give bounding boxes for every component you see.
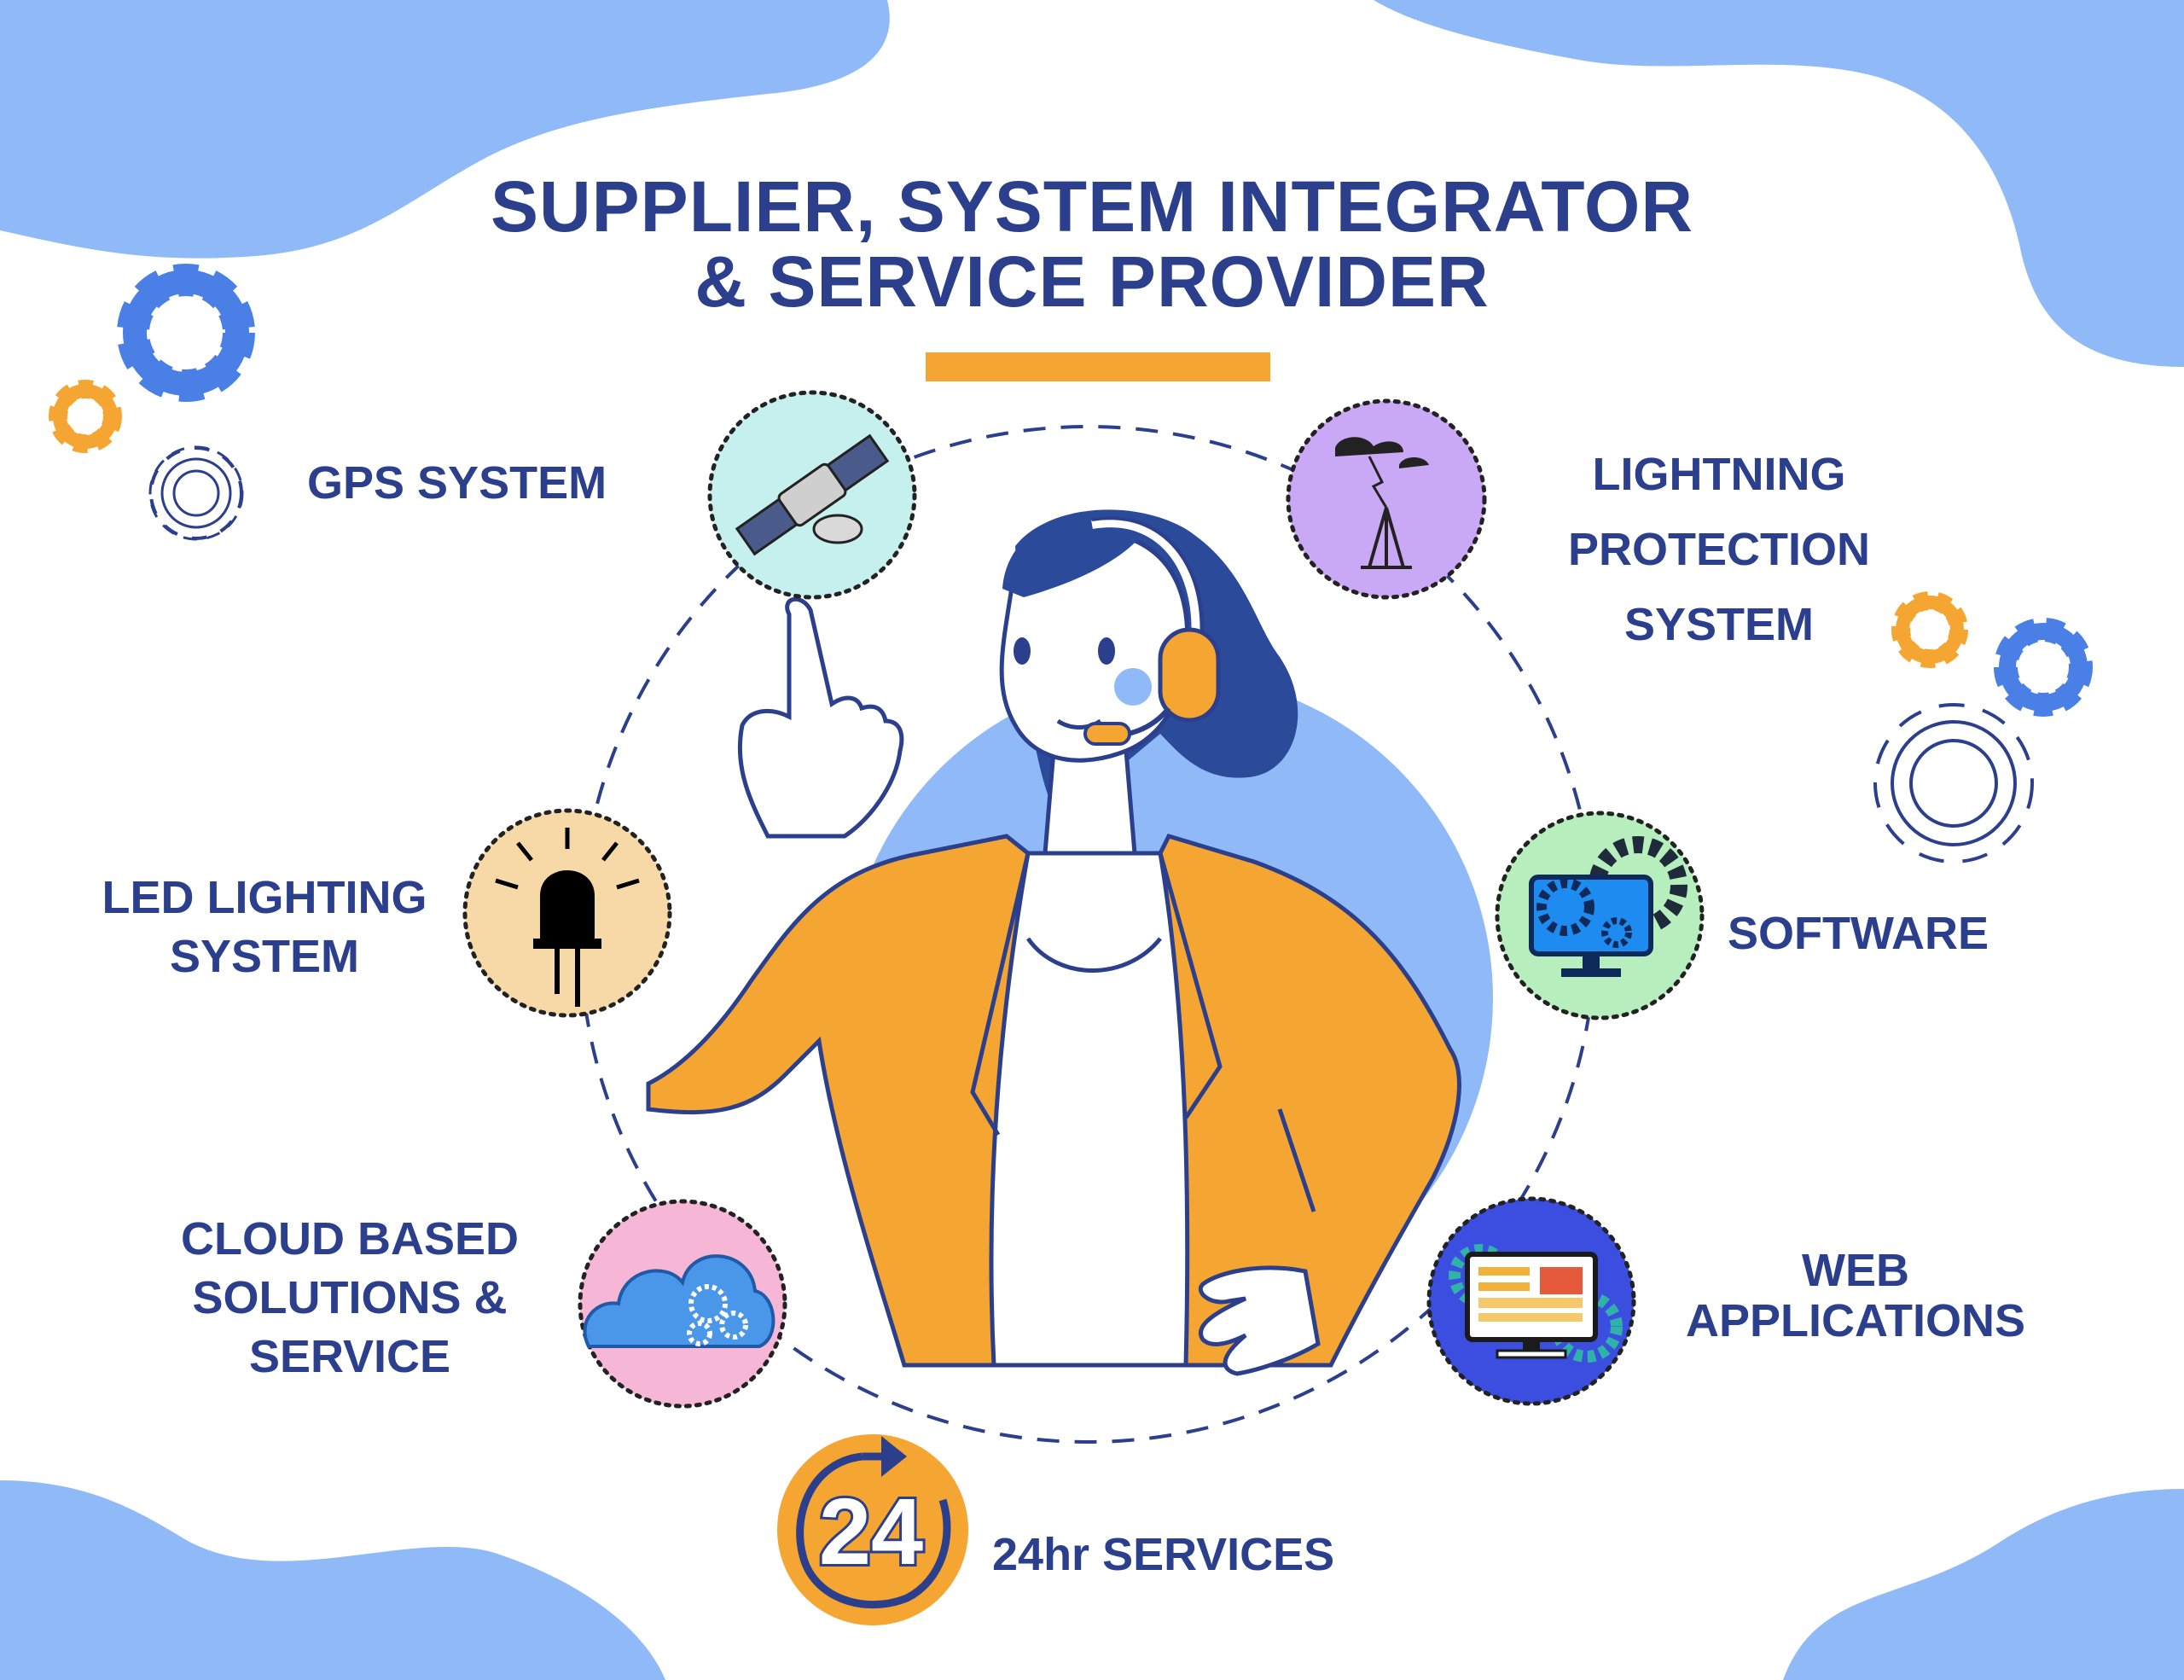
- blob-bottom-left: [0, 1480, 665, 1680]
- support-agent-illustration: [646, 509, 1461, 1376]
- led-icon: [462, 808, 672, 1018]
- blob-top-right: [1374, 0, 2184, 367]
- title-underline: [926, 352, 1270, 381]
- label-line: LED LIGHTING: [102, 872, 427, 923]
- label-line: SYSTEM: [1623, 599, 1815, 650]
- blob-bottom-right: [1783, 1489, 2184, 1680]
- label-line: WEB: [1802, 1245, 1909, 1296]
- label-led-lighting-system: LED LIGHTING SYSTEM: [68, 869, 461, 986]
- 24-badge-text: 24: [819, 1479, 923, 1584]
- label-software: SOFTWARE: [1728, 904, 1989, 963]
- label-line: CLOUD BASED: [180, 1213, 519, 1264]
- gear-icon: [1891, 591, 1968, 668]
- label-line: 24hr SERVICES: [992, 1529, 1335, 1580]
- web-monitor-icon: [1426, 1196, 1636, 1406]
- gear-icon: [49, 380, 122, 453]
- gear-cluster-left: [49, 264, 255, 541]
- label-line: SOLUTIONS &: [192, 1272, 508, 1324]
- satellite-icon: [707, 390, 917, 600]
- label-line: LIGHTNING: [1592, 449, 1846, 500]
- gear-icon: [148, 445, 244, 541]
- page-title-line-1: SUPPLIER, SYSTEM INTEGRATOR: [490, 166, 1694, 247]
- label-cloud-based-solutions: CLOUD BASED SOLUTIONS & SERVICE: [128, 1210, 572, 1386]
- lightning-rod-icon: [1286, 398, 1487, 600]
- label-24hr-services: 24hr SERVICES: [992, 1526, 1334, 1584]
- blob-top-left: [0, 0, 890, 259]
- label-line: SERVICE: [248, 1331, 451, 1383]
- label-gps-system: GPS SYSTEM: [307, 454, 607, 513]
- label-line: PROTECTION: [1567, 524, 1870, 575]
- label-line: GPS SYSTEM: [307, 457, 607, 509]
- gear-icon: [117, 264, 255, 402]
- page-title-line-2: & SERVICE PROVIDER: [694, 241, 1490, 322]
- label-line: SYSTEM: [169, 931, 360, 983]
- label-web-applications: WEB APPLICATIONS: [1647, 1245, 2065, 1347]
- 24-hours-icon: 24: [777, 1434, 968, 1625]
- label-line: APPLICATIONS: [1685, 1295, 2025, 1347]
- label-line: SOFTWARE: [1728, 908, 1989, 959]
- gear-icon: [1873, 703, 2034, 863]
- monitor-gears-icon: [1495, 811, 1705, 1020]
- label-lightning-protection-system: LIGHTNING PROTECTION SYSTEM: [1548, 437, 1890, 662]
- cloud-gears-icon: [578, 1199, 787, 1409]
- gear-cluster-right: [1873, 591, 2093, 863]
- gear-icon: [1994, 618, 2093, 717]
